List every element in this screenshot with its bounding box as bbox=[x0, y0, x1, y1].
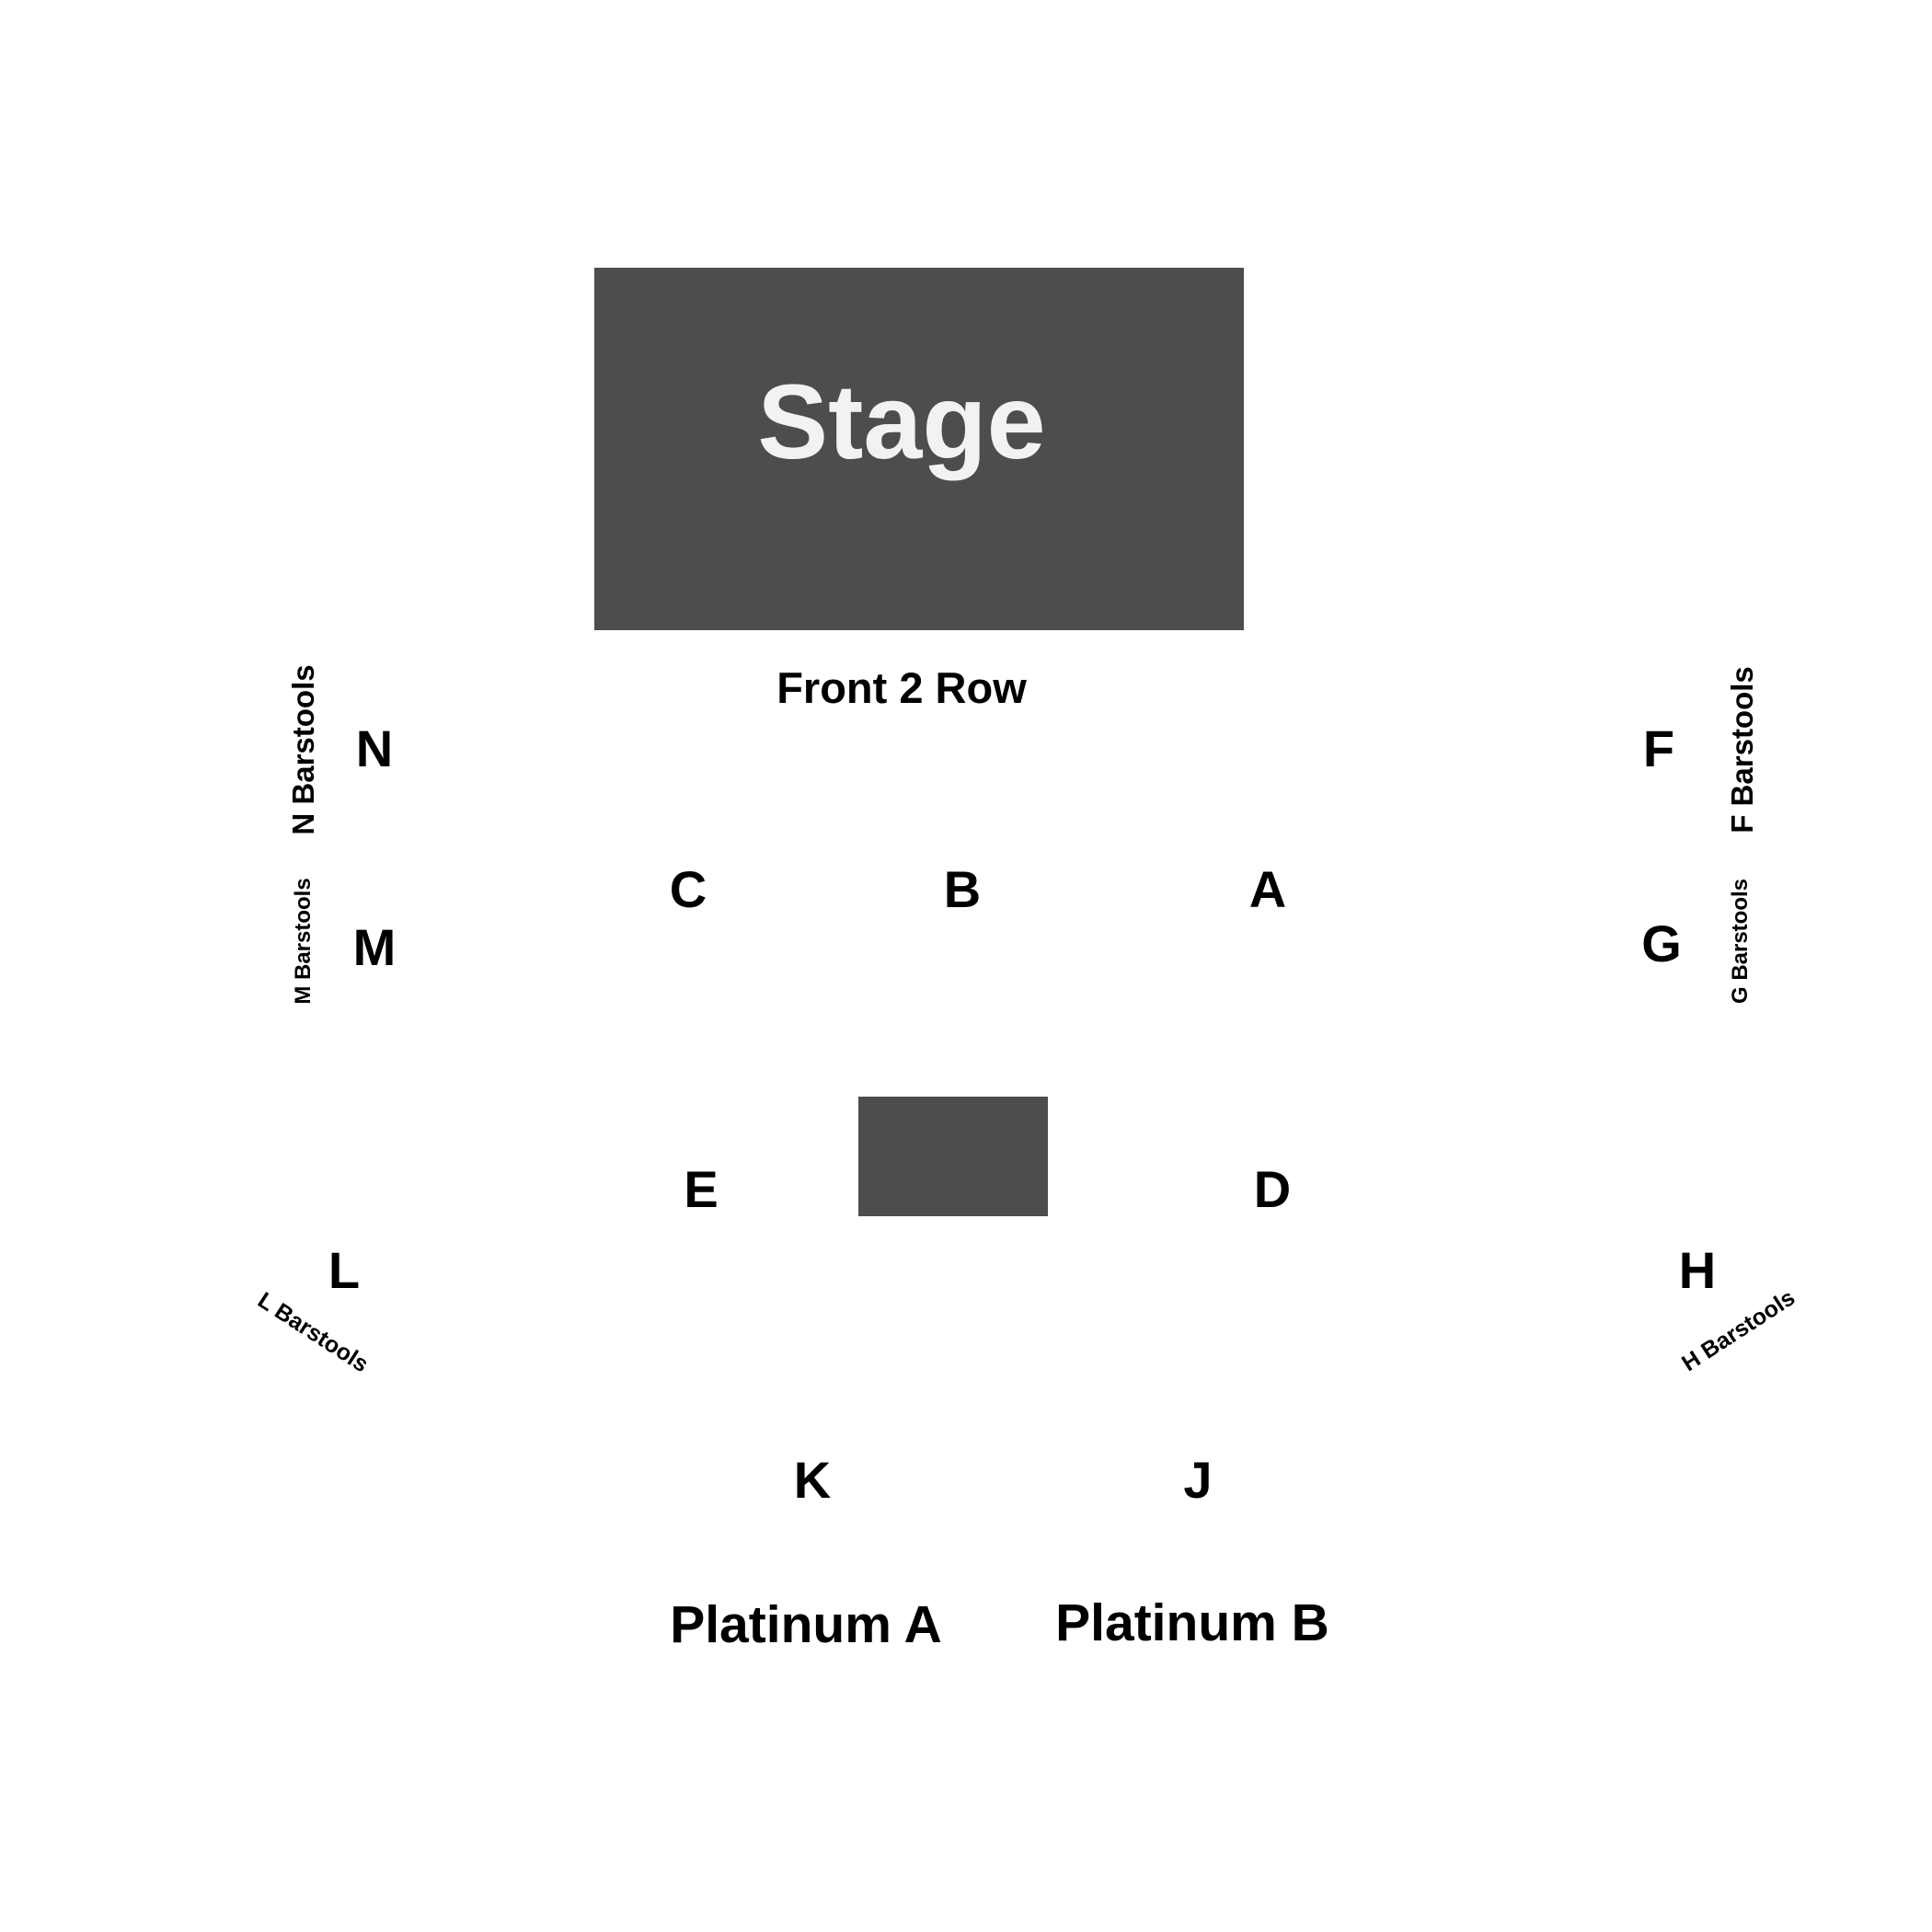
section-f[interactable]: F bbox=[1643, 719, 1674, 777]
section-k[interactable]: K bbox=[794, 1451, 831, 1509]
barstools-l[interactable]: L Barstools bbox=[253, 1287, 373, 1377]
center-block bbox=[858, 1097, 1048, 1216]
front-2-row-label[interactable]: Front 2 Row bbox=[776, 663, 1027, 712]
section-e[interactable]: E bbox=[684, 1160, 718, 1218]
stage[interactable]: Stage bbox=[594, 268, 1244, 630]
section-h[interactable]: H bbox=[1679, 1241, 1716, 1299]
section-a[interactable]: A bbox=[1249, 860, 1286, 918]
barstools-g[interactable]: G Barstools bbox=[1728, 879, 1753, 1004]
section-j[interactable]: J bbox=[1183, 1451, 1212, 1509]
barstools-m[interactable]: M Barstools bbox=[291, 878, 316, 1004]
stage-label: Stage bbox=[757, 363, 1045, 481]
section-l[interactable]: L bbox=[328, 1241, 360, 1299]
section-platinum-b[interactable]: Platinum B bbox=[1055, 1593, 1329, 1652]
section-platinum-a[interactable]: Platinum A bbox=[670, 1595, 942, 1654]
section-m[interactable]: M bbox=[353, 918, 397, 976]
section-d[interactable]: D bbox=[1254, 1160, 1291, 1218]
barstools-n[interactable]: N Barstools bbox=[286, 664, 320, 834]
section-c[interactable]: C bbox=[670, 860, 707, 918]
section-n[interactable]: N bbox=[356, 719, 393, 777]
section-b[interactable]: B bbox=[944, 860, 981, 918]
stage-block[interactable] bbox=[594, 268, 1244, 630]
barstools-f[interactable]: F Barstools bbox=[1725, 666, 1759, 834]
section-g[interactable]: G bbox=[1641, 914, 1682, 972]
